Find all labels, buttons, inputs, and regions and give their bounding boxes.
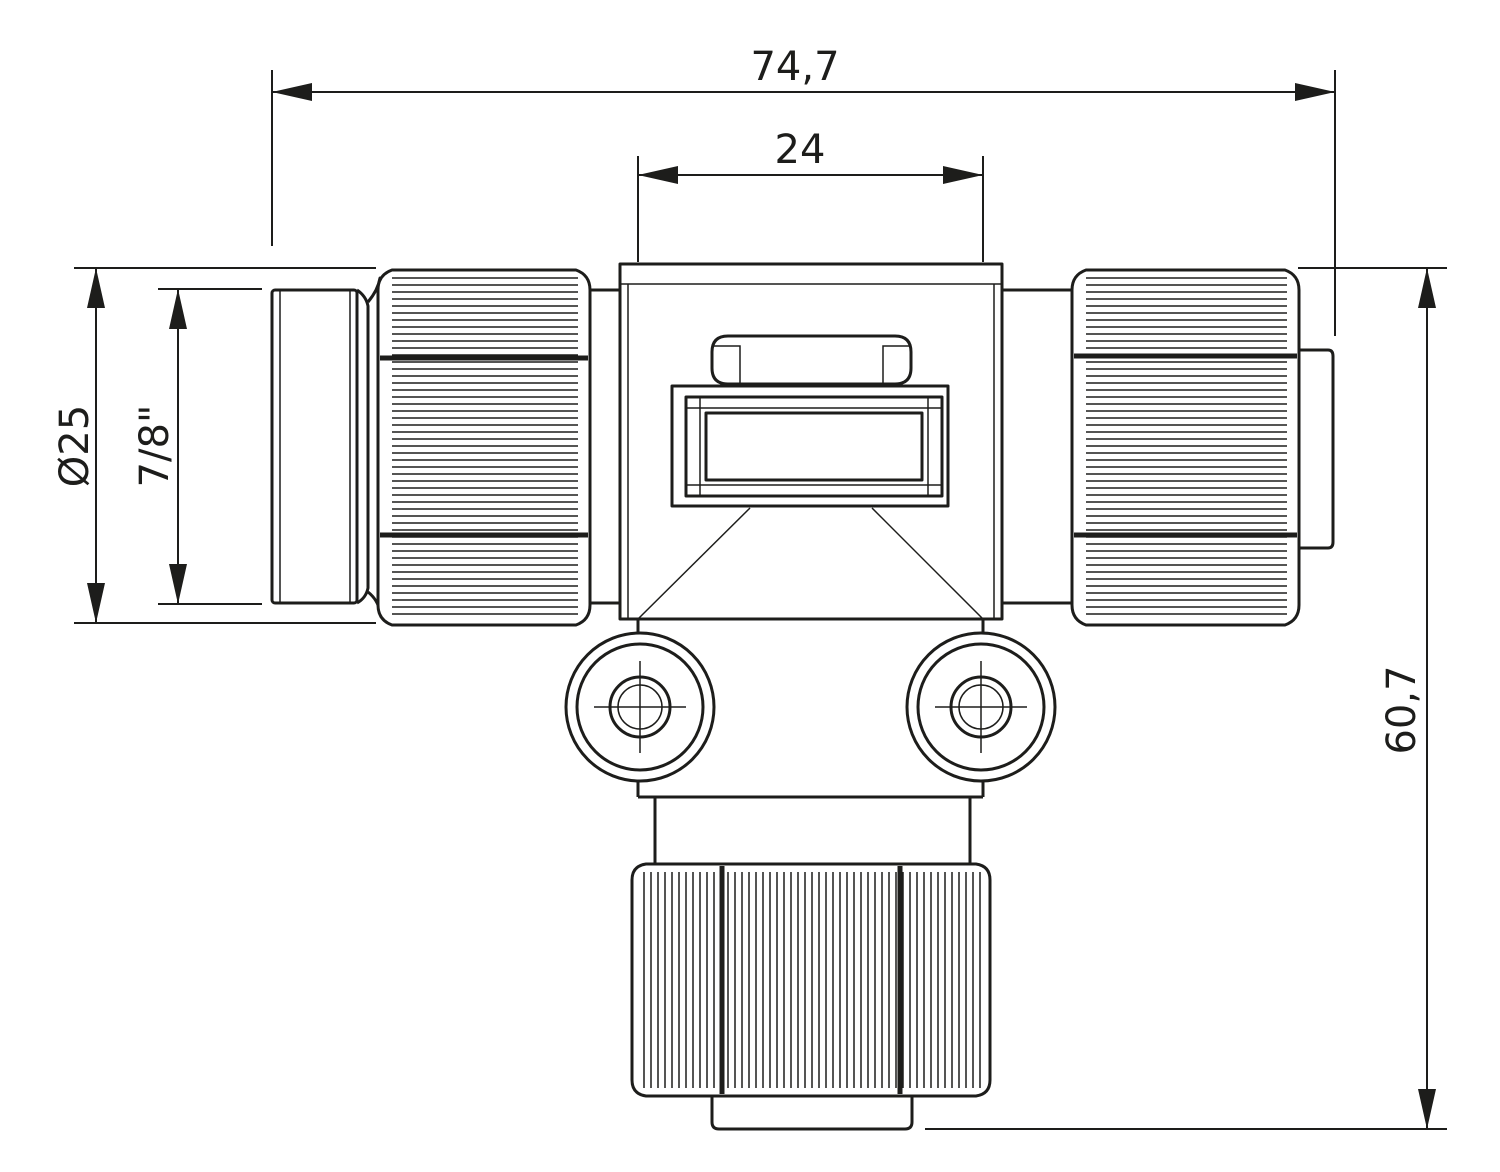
outer-diameter-label: Ø25 bbox=[52, 405, 98, 487]
mounting-hole-right bbox=[905, 631, 1057, 783]
central-body bbox=[618, 262, 1004, 621]
right-knurled-nut bbox=[1070, 268, 1301, 627]
dimension-body-width: 24 bbox=[637, 127, 984, 262]
dimension-thread-size: 7/8" bbox=[132, 288, 262, 605]
left-male-thread bbox=[270, 276, 382, 614]
bottom-neck bbox=[653, 795, 972, 867]
latch-tab bbox=[710, 334, 913, 386]
right-socket-stub bbox=[1297, 348, 1335, 550]
left-neck bbox=[590, 288, 620, 605]
right-neck bbox=[1002, 288, 1072, 605]
label-window bbox=[670, 384, 950, 508]
overall-height-label: 60,7 bbox=[1379, 665, 1425, 754]
dimension-outer-diameter: Ø25 bbox=[52, 267, 376, 624]
bottom-knurled-nut bbox=[630, 862, 992, 1098]
dimension-overall-width: 74,7 bbox=[271, 44, 1336, 336]
overall-width-label: 74,7 bbox=[750, 44, 839, 90]
mounting-hole-left bbox=[564, 631, 716, 783]
bottom-socket-stub bbox=[710, 1094, 914, 1131]
body-width-label: 24 bbox=[775, 127, 826, 173]
dimension-overall-height: 60,7 bbox=[925, 267, 1447, 1130]
left-knurled-nut bbox=[376, 268, 592, 627]
thread-size-label: 7/8" bbox=[132, 405, 178, 488]
